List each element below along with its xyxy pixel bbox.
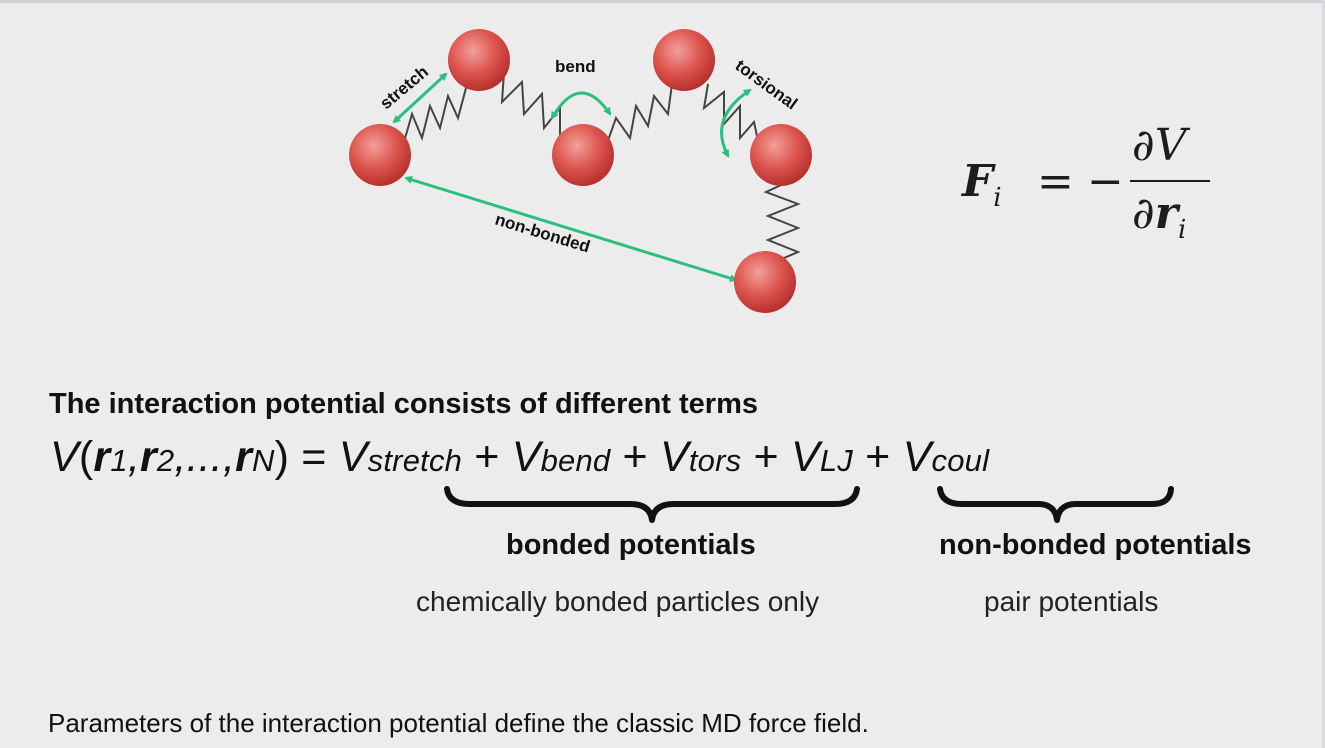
minus-sign: − bbox=[1087, 156, 1124, 207]
non-bonded-label: non-bonded bbox=[493, 210, 592, 257]
spring-bond-3 bbox=[605, 75, 685, 147]
equals-sign: = bbox=[1037, 156, 1074, 207]
molecule-diagram: stretch bend torsional non-bonded bbox=[349, 29, 812, 313]
atom bbox=[552, 124, 614, 186]
atom bbox=[734, 251, 796, 313]
bend-label: bend bbox=[555, 57, 596, 76]
fraction-numerator: ∂V bbox=[1132, 120, 1187, 171]
stretch-label: stretch bbox=[376, 62, 432, 113]
fraction-bar bbox=[1130, 180, 1210, 182]
non-bonded-potentials-label: non-bonded potentials bbox=[939, 529, 1252, 561]
non-bonded-arrow bbox=[404, 175, 738, 283]
bonded-brace bbox=[444, 486, 860, 523]
potential-equation: V(r1,r2,...,rN) = Vstretch + Vbend + Vto… bbox=[50, 433, 990, 481]
atom bbox=[349, 124, 411, 186]
right-border bbox=[1322, 0, 1325, 748]
torsional-label: torsional bbox=[732, 56, 801, 114]
torsional-arrow bbox=[720, 88, 752, 158]
fraction-denominator: ∂ri bbox=[1132, 188, 1187, 245]
stretch-arrow bbox=[392, 72, 448, 124]
term-bend: bend bbox=[540, 443, 611, 478]
atom bbox=[653, 29, 715, 91]
bonded-potentials-label: bonded potentials bbox=[506, 529, 756, 561]
force-equation: Fi = − ∂V ∂ri bbox=[962, 118, 1232, 258]
spring-bond-5 bbox=[763, 179, 801, 266]
bend-arrow bbox=[550, 91, 612, 120]
term-coul: coul bbox=[931, 443, 990, 478]
bonded-description: chemically bonded particles only bbox=[416, 586, 820, 617]
atom bbox=[750, 124, 812, 186]
footer-text: Parameters of the interaction potential … bbox=[48, 708, 869, 738]
non-bonded-description: pair potentials bbox=[984, 586, 1159, 617]
top-border bbox=[0, 0, 1325, 3]
term-tors: tors bbox=[688, 443, 742, 478]
force-symbol: Fi bbox=[962, 156, 1002, 213]
spring-bond-4 bbox=[702, 83, 761, 151]
non-bonded-brace bbox=[937, 486, 1174, 523]
term-stretch: stretch bbox=[367, 443, 463, 478]
atom bbox=[448, 29, 510, 91]
spring-bond-2 bbox=[500, 71, 577, 148]
term-lj: LJ bbox=[819, 443, 853, 478]
section-heading: The interaction potential consists of di… bbox=[49, 388, 758, 420]
